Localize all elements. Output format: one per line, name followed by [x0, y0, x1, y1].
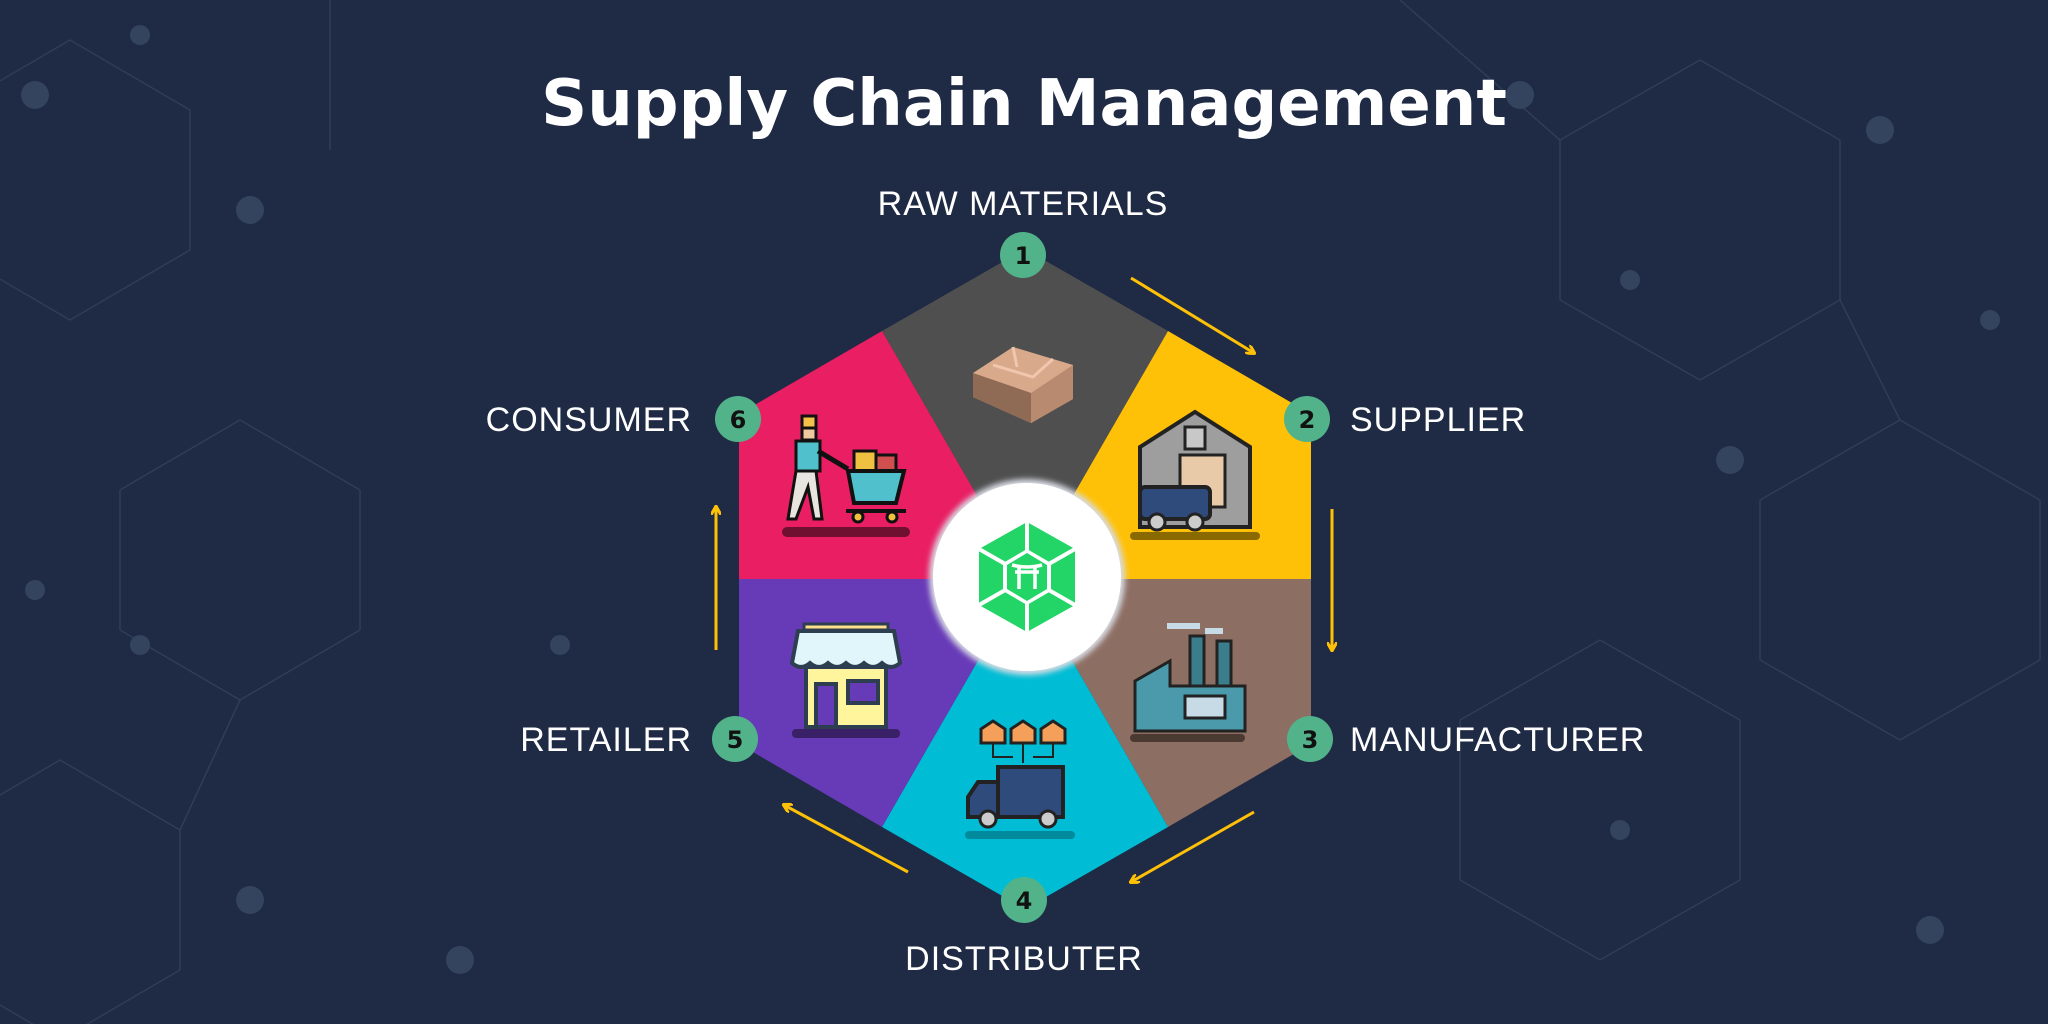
raw-materials-icon: [973, 346, 1073, 423]
svg-text:2: 2: [1299, 406, 1316, 434]
storefront-icon: [789, 622, 903, 738]
stage-badges: 1 2 3 4 5 6: [712, 232, 1333, 923]
badge-5: 5: [712, 716, 758, 762]
delivery-truck-icon: [965, 719, 1075, 839]
background-dots: [21, 25, 2000, 974]
svg-text:1: 1: [1015, 242, 1032, 270]
svg-text:4: 4: [1016, 887, 1033, 915]
svg-text:5: 5: [727, 726, 744, 754]
svg-text:6: 6: [730, 406, 747, 434]
center-logo: [929, 479, 1125, 675]
badge-2: 2: [1284, 396, 1330, 442]
arrow-3-to-4: [1131, 810, 1255, 882]
badge-6: 6: [715, 396, 761, 442]
factory-icon: [1130, 623, 1247, 742]
label-manufacturer: MANUFACTURER: [1350, 721, 1645, 759]
arrow-4-to-5: [784, 805, 909, 874]
label-consumer: CONSUMER: [486, 401, 692, 439]
torii-hexagon-logo-icon: [978, 522, 1076, 632]
label-supplier: SUPPLIER: [1350, 401, 1526, 439]
label-raw-materials: RAW MATERIALS: [878, 185, 1169, 223]
flow-arrows: [716, 276, 1332, 882]
badge-4: 4: [1001, 877, 1047, 923]
warehouse-truck-icon: [1130, 409, 1260, 540]
page-title: Supply Chain Management: [541, 67, 1507, 141]
label-retailer: RETAILER: [520, 721, 692, 759]
svg-text:3: 3: [1302, 726, 1319, 754]
label-distributer: DISTRIBUTER: [905, 940, 1143, 978]
arrow-1-to-2: [1130, 276, 1254, 353]
badge-1: 1: [1000, 232, 1046, 278]
shopper-cart-icon: [782, 414, 910, 537]
badge-3: 3: [1287, 716, 1333, 762]
